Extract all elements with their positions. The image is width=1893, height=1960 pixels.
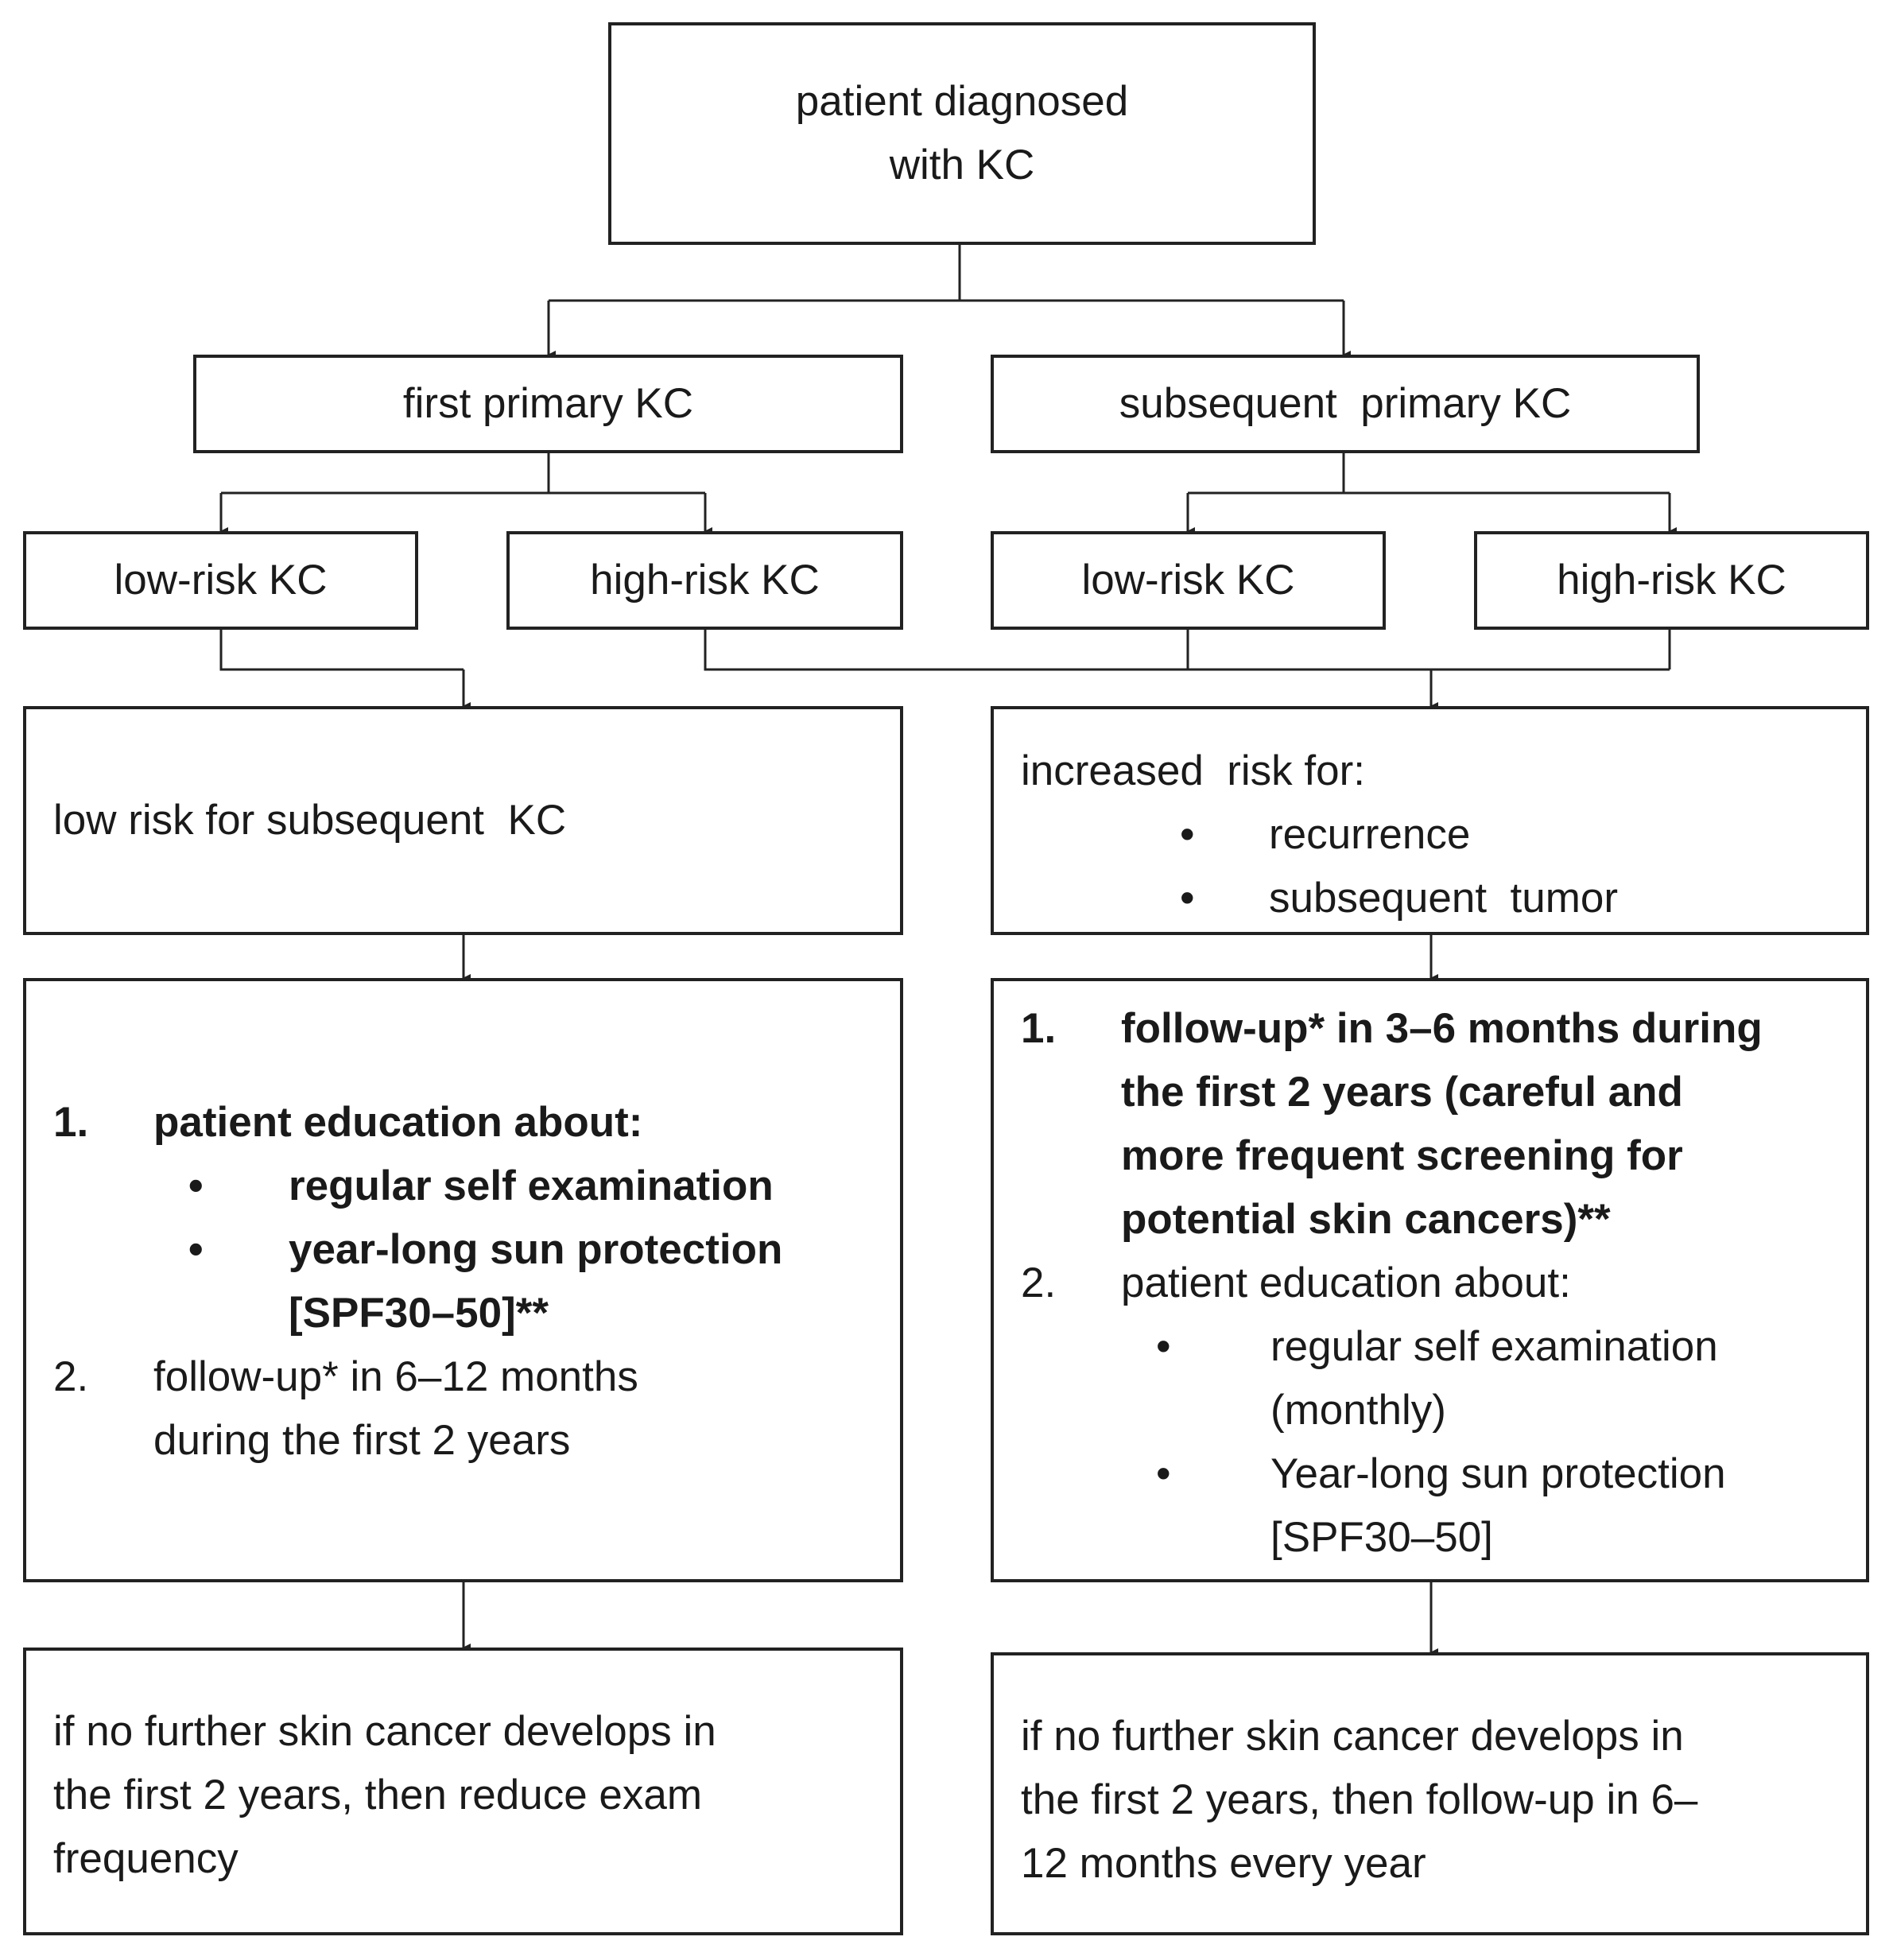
right-final-line-1: if no further skin cancer develops in xyxy=(1021,1713,1684,1760)
right-plan-item-1-line-4: potential skin cancers)** xyxy=(1121,1196,1611,1243)
root-line-1: patient diagnosed xyxy=(795,78,1129,125)
connector-first-primary xyxy=(221,453,705,495)
high-risk-left-label: high-risk KC xyxy=(590,557,820,604)
right-plan-item-1-line-3: more frequent screening for xyxy=(1121,1132,1683,1179)
box-right-plan: 1. follow-up* in 3–6 months during the f… xyxy=(991,978,1869,1582)
left-plan-item-1: 1. patient education about: xyxy=(53,1091,884,1155)
box-low-risk-kc-right: low-risk KC xyxy=(991,531,1386,630)
box-first-primary-kc: first primary KC xyxy=(193,355,903,453)
left-final-line-2: the first 2 years, then reduce exam xyxy=(53,1772,703,1818)
first-primary-label: first primary KC xyxy=(402,380,694,427)
left-plan-item-1-text: patient education about: xyxy=(153,1099,643,1146)
increased-risk-title: increased risk for: xyxy=(1021,747,1365,794)
left-plan-num-2: 2. xyxy=(53,1353,89,1400)
box-low-risk-subsequent: low risk for subsequent KC xyxy=(23,706,903,935)
box-high-risk-kc-right: high-risk KC xyxy=(1474,531,1869,630)
right-plan-item-1: 1. follow-up* in 3–6 months during the f… xyxy=(1021,997,1850,1252)
box-increased-risk: increased risk for: • recurrence • subse… xyxy=(991,706,1869,935)
right-plan-sub-1: • regular self examination (monthly) xyxy=(1021,1315,1850,1442)
left-plan-sub-2: • year-long sun protection [SPF30–50]** xyxy=(53,1218,884,1345)
left-plan-sub-1-text: regular self examination xyxy=(289,1162,774,1209)
connector-low-risk-left xyxy=(219,630,464,671)
right-plan-sub-2-line-2: [SPF30–50] xyxy=(1270,1514,1493,1561)
right-plan-num-2: 2. xyxy=(1021,1259,1057,1306)
connector-merge-increased xyxy=(704,630,1671,671)
bullet-icon: • xyxy=(1180,875,1195,922)
increased-risk-item: • recurrence xyxy=(1021,803,1850,867)
box-high-risk-kc-left: high-risk KC xyxy=(506,531,903,630)
left-plan-item-2-line-2: during the first 2 years xyxy=(153,1417,571,1464)
bullet-icon: • xyxy=(188,1226,204,1273)
bullet-icon: • xyxy=(1156,1450,1171,1497)
left-plan-sub-2-line-1: year-long sun protection xyxy=(289,1226,783,1273)
right-plan-item-2: 2. patient education about: xyxy=(1021,1252,1850,1315)
item-recurrence: recurrence xyxy=(1269,811,1471,858)
low-risk-right-label: low-risk KC xyxy=(1081,557,1295,604)
left-plan-item-2: 2. follow-up* in 6–12 months during the … xyxy=(53,1345,884,1473)
right-final-line-2: the first 2 years, then follow-up in 6– xyxy=(1021,1776,1698,1823)
right-plan-sub-1-line-1: regular self examination xyxy=(1270,1323,1718,1370)
root-line-2: with KC xyxy=(889,142,1035,188)
connector-root xyxy=(549,245,1344,302)
left-plan-sub-1: • regular self examination xyxy=(53,1155,884,1218)
left-plan-sub-2-line-2: [SPF30–50]** xyxy=(289,1290,549,1337)
box-left-final: if no further skin cancer develops in th… xyxy=(23,1648,903,1935)
box-patient-diagnosed: patient diagnosed with KC xyxy=(608,22,1316,245)
right-plan-item-2-text: patient education about: xyxy=(1121,1259,1571,1306)
bullet-icon: • xyxy=(1180,811,1195,858)
right-plan-sub-2: • Year-long sun protection [SPF30–50] xyxy=(1021,1442,1850,1570)
left-plan-item-2-line-1: follow-up* in 6–12 months xyxy=(153,1353,638,1400)
right-plan-sub-2-line-1: Year-long sun protection xyxy=(1270,1450,1726,1497)
box-low-risk-kc-left: low-risk KC xyxy=(23,531,418,630)
right-plan-item-1-line-1: follow-up* in 3–6 months during xyxy=(1121,1005,1763,1052)
high-risk-right-label: high-risk KC xyxy=(1557,557,1786,604)
left-plan-num-1: 1. xyxy=(53,1099,89,1146)
box-left-plan: 1. patient education about: • regular se… xyxy=(23,978,903,1582)
subsequent-primary-label: subsequent primary KC xyxy=(1119,380,1572,427)
box-right-final: if no further skin cancer develops in th… xyxy=(991,1652,1869,1935)
right-final-line-3: 12 months every year xyxy=(1021,1840,1426,1887)
bullet-icon: • xyxy=(188,1162,204,1209)
increased-risk-item: • subsequent tumor xyxy=(1021,867,1850,930)
bullet-icon: • xyxy=(1156,1323,1171,1370)
connector-subsequent-primary xyxy=(1188,453,1670,495)
item-subsequent-tumor: subsequent tumor xyxy=(1269,875,1618,922)
left-final-line-1: if no further skin cancer develops in xyxy=(53,1708,716,1755)
low-risk-box-label: low risk for subsequent KC xyxy=(53,797,567,844)
left-final-line-3: frequency xyxy=(53,1835,239,1882)
right-plan-num-1: 1. xyxy=(1021,1005,1057,1052)
right-plan-item-1-line-2: the first 2 years (careful and xyxy=(1121,1069,1683,1116)
right-plan-sub-1-line-2: (monthly) xyxy=(1270,1387,1446,1434)
low-risk-left-label: low-risk KC xyxy=(114,557,328,604)
box-subsequent-primary-kc: subsequent primary KC xyxy=(991,355,1700,453)
